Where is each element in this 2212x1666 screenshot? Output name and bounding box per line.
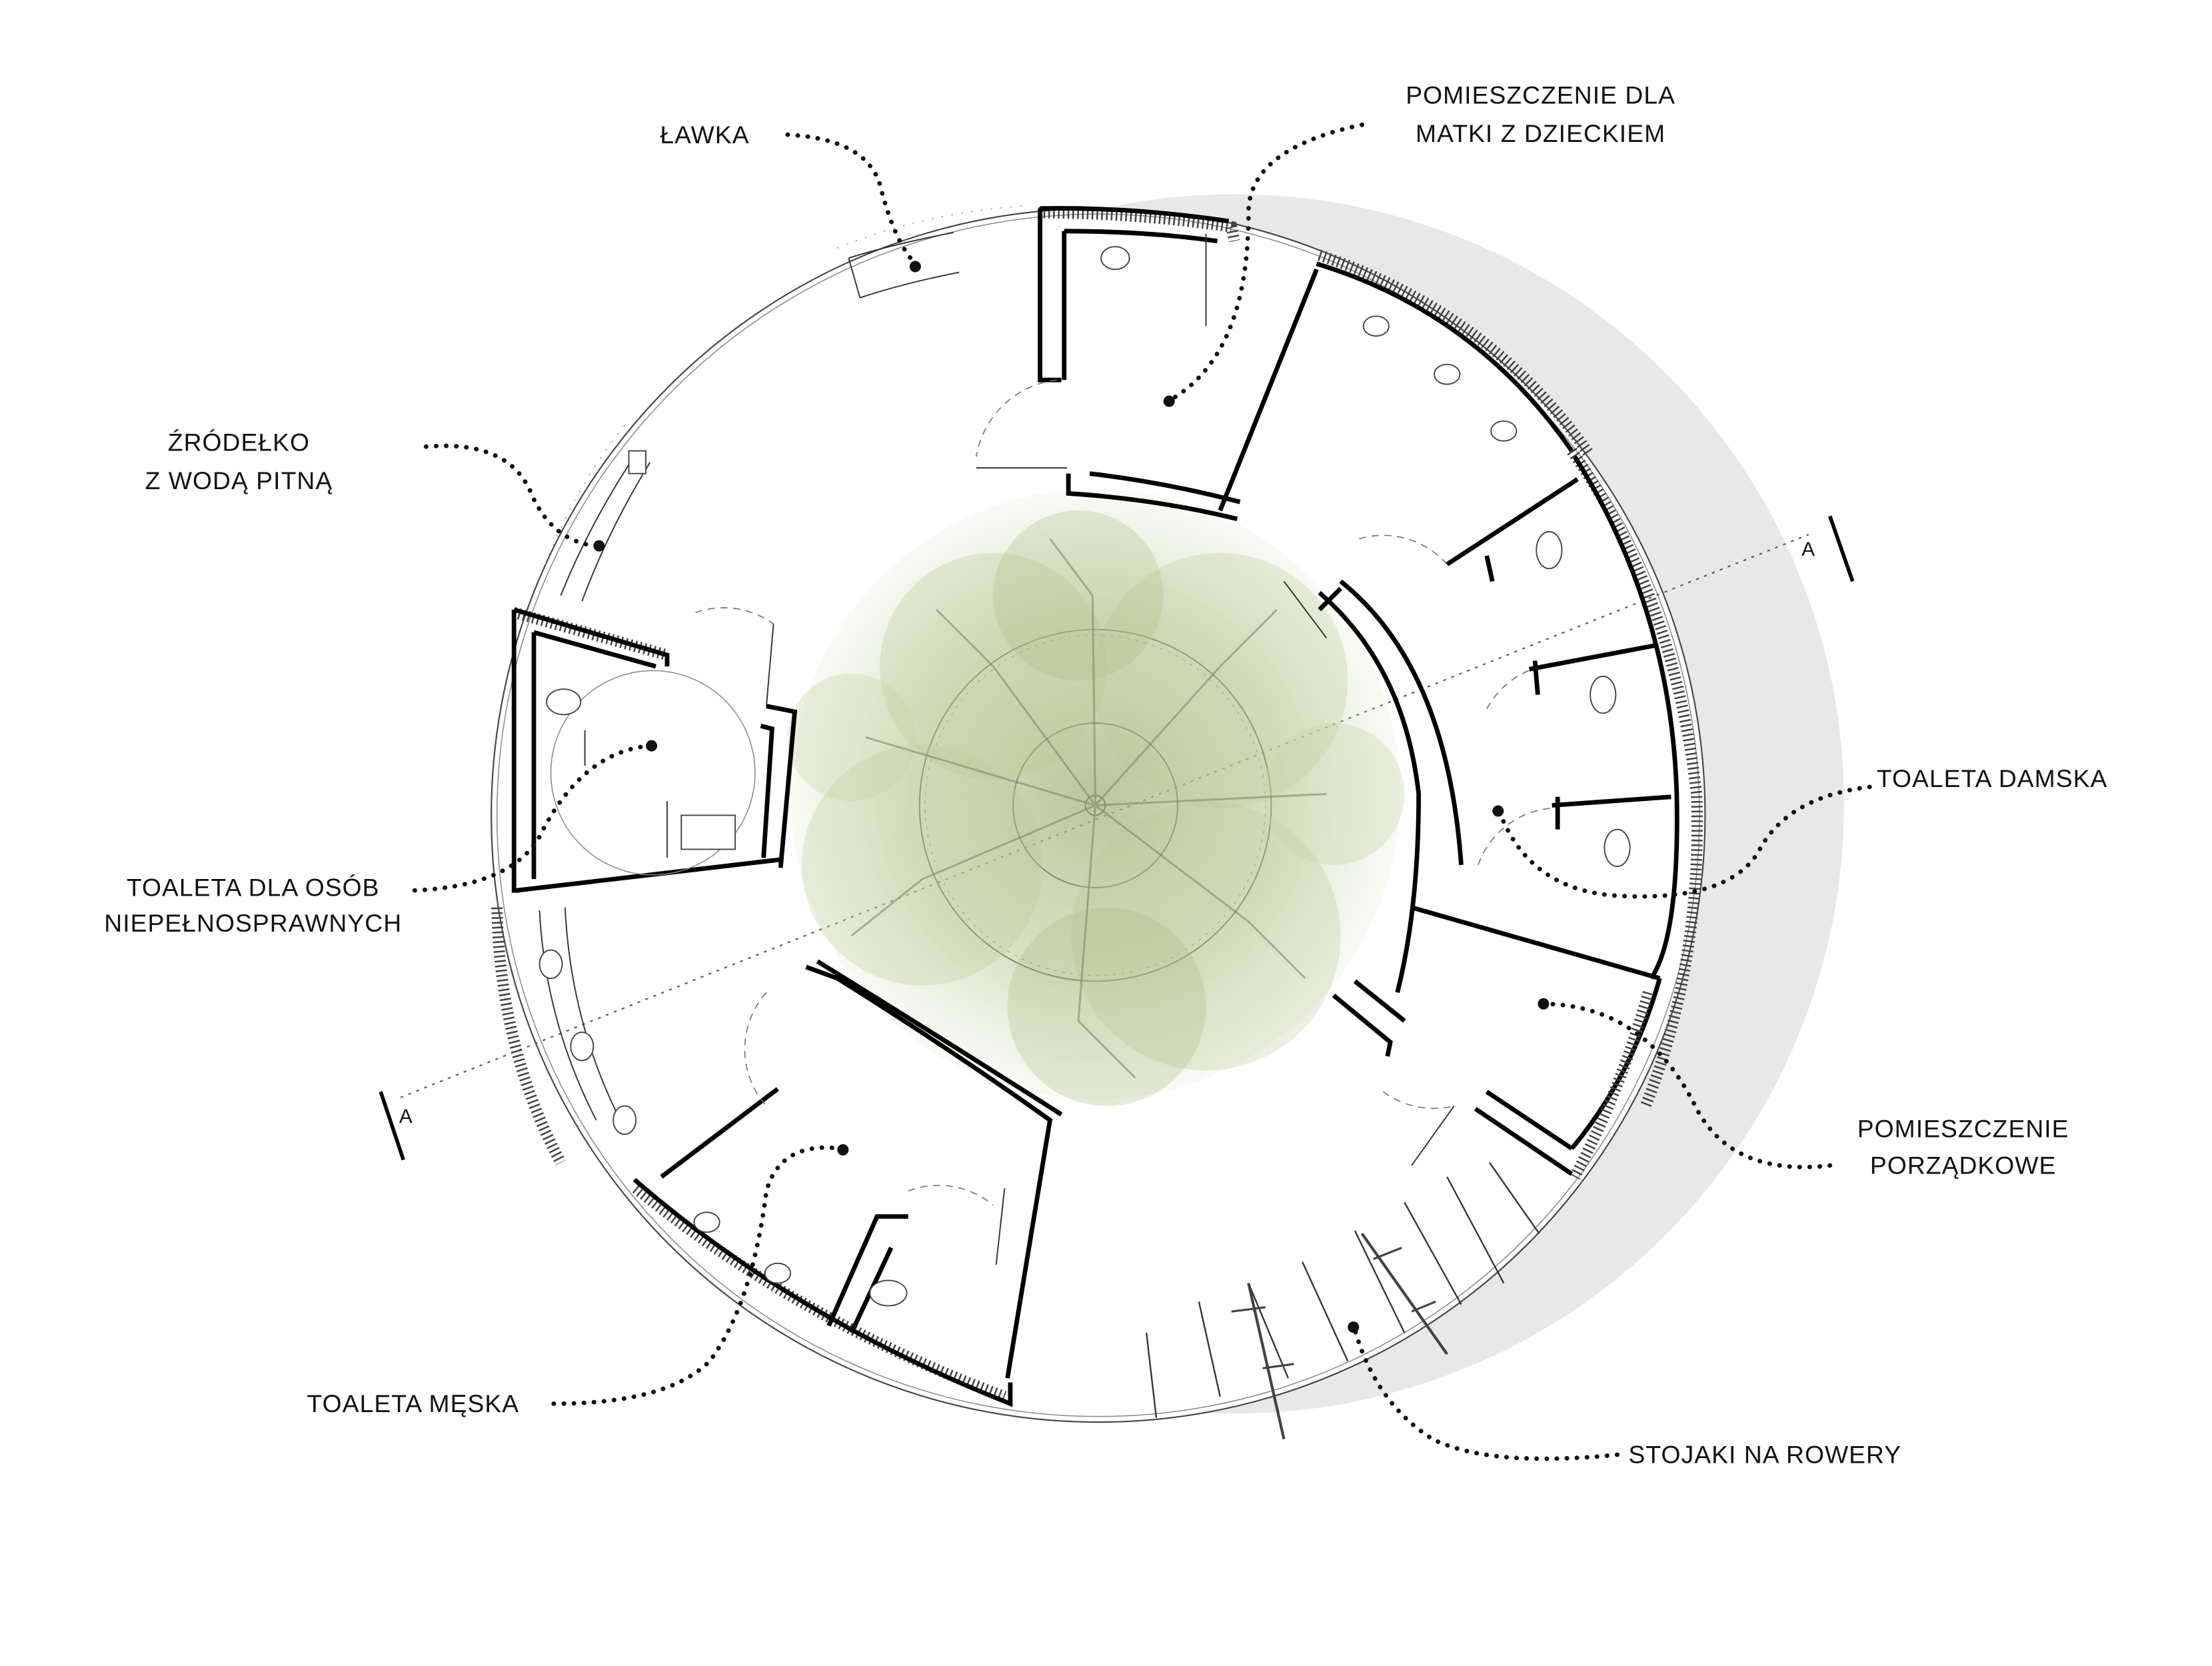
tree-canopy — [787, 489, 1405, 1106]
drinking-fountain — [539, 424, 651, 602]
marker-accessible — [646, 740, 658, 752]
label-cleaning-line2: PORZĄDKOWE — [1870, 1152, 2056, 1180]
bench — [837, 205, 1029, 299]
label-mother-child-line1: POMIESZCZENIE DLA — [1406, 81, 1675, 109]
marker-fountain — [593, 540, 605, 552]
marker-cleaning — [1538, 998, 1550, 1010]
bicycle-2 — [1360, 1232, 1448, 1355]
leader-fountain — [423, 443, 599, 548]
leader-lines — [412, 122, 1872, 1461]
label-lawka: ŁAWKA — [660, 121, 749, 149]
label-fountain-line1: ŹRÓDEŁKO — [168, 428, 310, 456]
marker-bike-racks — [1348, 1321, 1360, 1333]
leader-cleaning — [1544, 1001, 1833, 1170]
leader-lawka — [785, 132, 918, 267]
room-cleaning — [1332, 978, 1662, 1180]
label-mother-child-line2: MATKI Z DZIECKIEM — [1416, 119, 1665, 147]
marker-mother-child — [1163, 395, 1175, 407]
marker-lawka — [909, 261, 921, 273]
room-mens-toilet — [632, 959, 1063, 1407]
label-fountain-line2: Z WODĄ PITNĄ — [145, 466, 333, 494]
marker-mens — [837, 1144, 849, 1156]
bike-racks — [1145, 1162, 1540, 1440]
leader-mother-child — [1168, 122, 1364, 403]
section-mark-a-left: A — [399, 1106, 413, 1128]
label-womens: TOALETA DAMSKA — [1877, 764, 2108, 792]
labels: ŁAWKA POMIESZCZENIE DLA MATKI Z DZIECKIE… — [104, 81, 2107, 1468]
leader-accessible — [412, 743, 652, 893]
leader-womens — [1498, 784, 1872, 899]
label-accessible-line2: NIEPEŁNOSPRAWNYCH — [104, 909, 402, 937]
washbasin-counter-left — [491, 907, 637, 1166]
room-accessible-toilet — [511, 606, 798, 893]
leader-mens — [551, 1145, 842, 1406]
label-mens: TOALETA MĘSKA — [307, 1389, 520, 1417]
bicycle-1 — [1231, 1283, 1294, 1440]
label-accessible-line1: TOALETA DLA OSÓB — [127, 874, 380, 902]
section-mark-a-right: A — [1801, 538, 1815, 560]
room-mother-child — [975, 206, 1319, 522]
leader-bike-racks — [1352, 1327, 1620, 1461]
label-bike-racks: STOJAKI NA ROWERY — [1629, 1441, 1902, 1469]
label-cleaning-line1: POMIESZCZENIE — [1857, 1114, 2069, 1142]
marker-womens — [1492, 805, 1504, 817]
room-womens-toilet — [1283, 249, 1703, 1108]
